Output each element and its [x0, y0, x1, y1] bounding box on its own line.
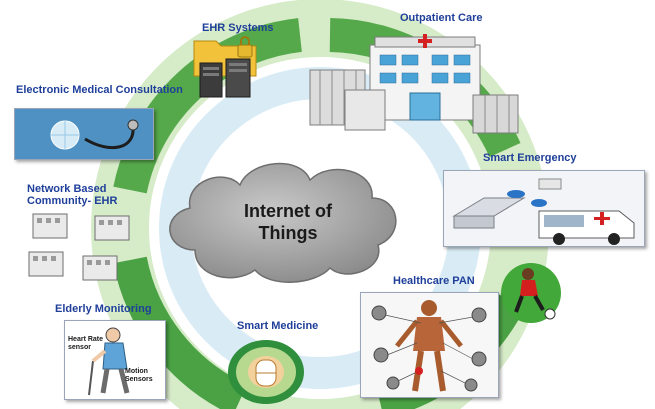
label-healthcare-pan: Healthcare PAN: [393, 275, 475, 287]
label-outpatient-care: Outpatient Care: [400, 12, 483, 24]
hospital-buildings-icon: [309, 34, 519, 134]
cloud-title-line1: Internet of: [244, 201, 332, 221]
label-electronic-medical-consultation: Electronic Medical Consultation: [16, 84, 183, 96]
stethoscope-image: [14, 108, 154, 160]
cloud-title-line2: Things: [258, 223, 318, 243]
stethoscope-icon: [15, 109, 153, 159]
cloud-title: Internet of Things: [218, 200, 358, 244]
soccer-player-icon: [501, 263, 561, 323]
label-smart-emergency: Smart Emergency: [483, 152, 577, 164]
community-buildings-icon: [28, 213, 130, 281]
medicine-capsule-icon: [228, 340, 304, 404]
label-ehr-systems: EHR Systems: [202, 22, 274, 34]
body-network-icon: [361, 293, 498, 397]
ambulance-icon: [444, 171, 644, 246]
note-motion-sensors: Motion Sensors: [125, 368, 153, 383]
elderly-person-icon: [65, 321, 165, 399]
cloud-icon: [169, 162, 397, 283]
body-sensors-image: [360, 292, 499, 398]
label-network-based-ehr: Network Based Community- EHR: [27, 183, 118, 207]
note-heart-rate: Heart Rate sensor: [68, 336, 104, 351]
green-arc-bottom-left: [113, 256, 248, 409]
label-smart-medicine: Smart Medicine: [237, 320, 319, 332]
ambulance-image: [443, 170, 645, 247]
elderly-person-image: [64, 320, 166, 400]
label-elderly-monitoring: Elderly Monitoring: [55, 303, 152, 315]
server-folder-icon: [193, 36, 257, 98]
